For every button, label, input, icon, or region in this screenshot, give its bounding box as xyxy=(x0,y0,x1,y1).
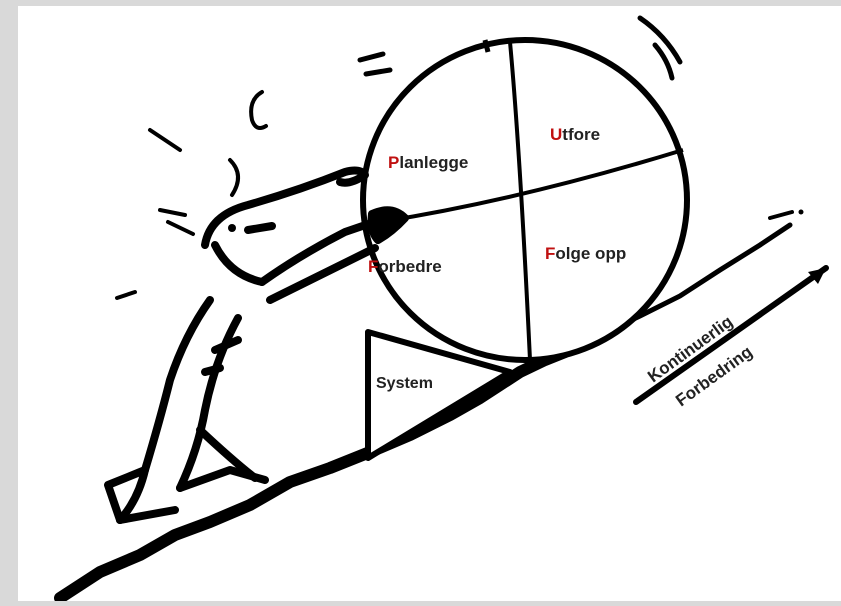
label-system: System xyxy=(376,375,433,392)
slope-dot xyxy=(799,210,804,215)
wheel-notch xyxy=(485,40,488,52)
label-planlegge: Planlegge xyxy=(388,153,468,172)
label-folge-opp: Folge opp xyxy=(545,244,626,263)
label-utfore: Utfore xyxy=(550,125,600,144)
pdca-wheel xyxy=(363,40,687,360)
label-forbedre: Forbedre xyxy=(368,257,442,276)
